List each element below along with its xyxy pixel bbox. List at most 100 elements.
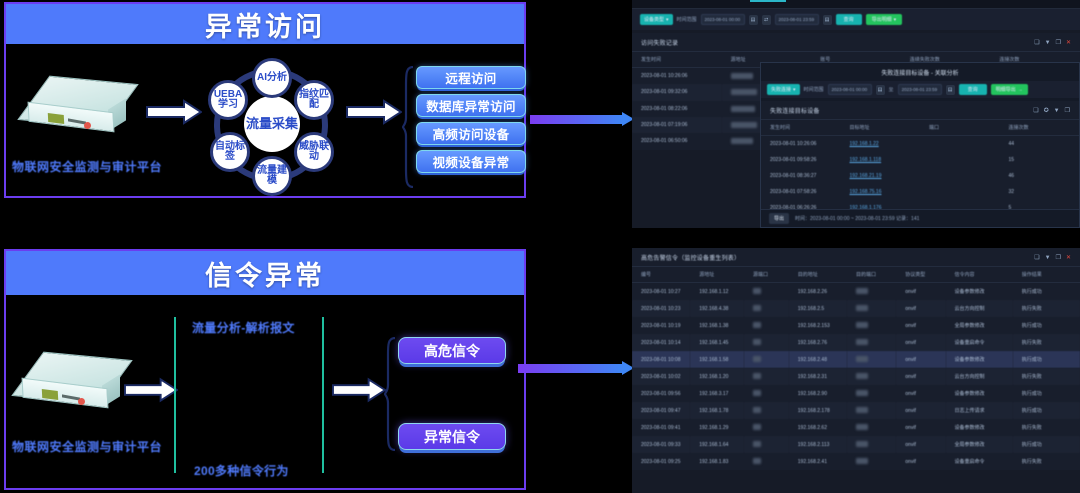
cell-signaling: 设备参数修改 — [954, 391, 985, 397]
output-pill-high-risk-signaling[interactable]: 高危信令 — [398, 337, 506, 364]
device-type-select[interactable]: 设备类型 ▾ — [640, 14, 673, 25]
table-row[interactable]: 2023-08-01 07:58:26 192.168.75.16 32 — [761, 184, 1079, 200]
cell-signaling: 云台方向控制 — [945, 368, 1013, 385]
cell-target[interactable]: 192.168.1.22 — [849, 141, 879, 147]
active-tab-indicator[interactable] — [750, 0, 786, 2]
chevron-down-icon: ▾ — [666, 16, 669, 23]
ring-node-label: 自动标签 — [215, 140, 245, 162]
table-row[interactable]: 2023-08-01 08:36:27 192.168.21.19 46 — [761, 168, 1079, 184]
panel-signaling-anomaly: 信令异常 物联网安全监测与审计平台 流量分析-解析报文 — [4, 249, 526, 490]
cell-signaling: 设备重启命令 — [945, 334, 1013, 351]
table-row[interactable]: 2023-08-01 08:22:06 — [632, 101, 1080, 117]
cell-result: 执行失败 — [1012, 368, 1080, 385]
cell-time: 2023-08-01 08:22:06 — [641, 105, 688, 112]
ring-node-fingerprint-match: 指纹匹配 — [294, 80, 334, 120]
subpanel-time-to[interactable]: 2023-08-01 23:59 — [897, 84, 942, 95]
connector-arrow-bar — [530, 115, 623, 124]
cell-target[interactable]: 192.168.21.19 — [849, 173, 882, 179]
output-pill-high-frequency-device[interactable]: 高频访问设备 — [416, 122, 526, 145]
pin-icon[interactable]: ❏ — [1034, 40, 1040, 46]
connector-arrow-head — [622, 112, 634, 126]
table-row[interactable]: 2023-08-01 09:58:26 192.168.1.118 15 — [761, 152, 1079, 168]
cell-signaling: 设备参数修改 — [954, 425, 985, 431]
failed-target-card: 失败连接目标设备 ❏ ✪ ▼ ❐ 发生时间 目标地址 端口 连接次数 — [761, 101, 1079, 216]
gear-icon[interactable]: ✪ — [1043, 108, 1049, 114]
dashboard-tabbar — [632, 0, 1080, 9]
cell-source — [722, 68, 812, 85]
subpanel-export-button[interactable]: 明细导出 → — [990, 84, 1028, 95]
cell-result: 执行成功 — [1021, 391, 1042, 397]
window-icon[interactable]: ❐ — [1055, 255, 1061, 261]
close-icon[interactable]: ✕ — [1065, 255, 1071, 261]
output-pill-video-device-abnormal[interactable]: 视频设备异常 — [416, 150, 526, 173]
device-label-bottom: 物联网安全监测与审计平台 — [12, 440, 163, 454]
window-icon[interactable]: ❐ — [1055, 40, 1061, 46]
filter-icon[interactable]: ▼ — [1044, 39, 1051, 46]
calendar-icon-2[interactable]: ▤ — [945, 84, 955, 95]
col-dst-addr: 目的地址 — [788, 267, 848, 283]
appliance-device-top — [17, 74, 142, 144]
output-pill-database-abnormal-access[interactable]: 数据库异常访问 — [416, 94, 526, 117]
window-icon[interactable]: ❐ — [1064, 108, 1070, 114]
close-icon[interactable]: ✕ — [1065, 40, 1071, 46]
cell-protocol: onvif — [905, 390, 916, 397]
table-row[interactable]: 2023-08-01 06:26:26 192.168.1.176 5 — [761, 200, 1079, 216]
band-divider-left — [174, 317, 176, 473]
calendar-icon[interactable]: ▤ — [875, 84, 885, 95]
calendar-icon[interactable]: ▤ — [748, 14, 758, 25]
cell-id: 2023-08-01 10:08 — [632, 351, 691, 368]
output-pill-remote-access[interactable]: 远程访问 — [416, 66, 526, 89]
time-from-input[interactable]: 2023-08-01 00:00 — [700, 14, 745, 25]
cell-count: 32 — [1008, 189, 1015, 195]
cell-signaling: 云台方向控制 — [945, 300, 1013, 317]
connector-arrow-top — [530, 112, 634, 126]
device-label-top: 物联网安全监测与审计平台 — [12, 160, 163, 174]
subpanel-search-button[interactable]: 查询 — [958, 84, 987, 95]
ring-node-center-label: 流量采集 — [245, 116, 298, 132]
pin-icon[interactable]: ❏ — [1034, 255, 1040, 261]
arrow-right-icon: → — [1017, 86, 1023, 93]
calendar-icon-2[interactable]: ▤ — [822, 14, 832, 25]
cell-result: 执行失败 — [1021, 425, 1042, 431]
filter-icon[interactable]: ▼ — [1044, 254, 1051, 261]
export-button[interactable]: 导出明细 ▾ — [865, 14, 903, 25]
table-row[interactable]: 2023-08-01 06:50:06 — [632, 133, 1080, 149]
output-pill-abnormal-signaling[interactable]: 异常信令 — [398, 423, 506, 450]
cell-target[interactable]: 192.168.1.176 — [849, 205, 882, 211]
ring-node-label: UEBA学习 — [213, 88, 243, 110]
cell-target[interactable]: 192.168.75.16 — [849, 189, 882, 195]
cell-dst-addr: 192.168.2.5 — [788, 300, 848, 317]
tag-icon[interactable]: ❏ — [1033, 108, 1039, 114]
high-risk-card-head: 高危告警信令（监控设备重生列表） ❏ ▼ ❐ ✕ — [632, 248, 1080, 267]
time-to-input[interactable]: 2023-08-01 23:59 — [774, 14, 819, 25]
cell-count: 15 — [1008, 157, 1015, 163]
cell-target[interactable]: 192.168.1.118 — [849, 157, 882, 163]
cell-dst-addr: 192.168.2.178 — [788, 402, 848, 419]
cell-signaling: 日志上传请求 — [945, 402, 1013, 419]
footer-export-button[interactable]: 导出 — [769, 213, 790, 224]
col-src-port: 源端口 — [743, 267, 789, 283]
swap-icon[interactable]: ⇄ — [761, 14, 771, 25]
ring-node-center: 流量采集 — [244, 96, 300, 152]
table-row[interactable]: 2023-08-01 10:26:06 192.168.1.22 44 — [761, 136, 1079, 153]
cell-dst-port — [847, 402, 897, 419]
subpanel-footer: 导出 时间：2023-08-01 00:00 ~ 2023-08-01 23:5… — [761, 209, 1079, 227]
access-failure-card-head: 访问失败记录 ❏ ▼ ❐ ✕ — [632, 33, 1080, 52]
subpanel-time-from[interactable]: 2023-08-01 00:00 — [827, 84, 872, 95]
output-pill-label: 数据库异常访问 — [426, 100, 516, 114]
card-header-icons: ❏ ✪ ▼ ❐ — [1033, 107, 1070, 115]
subpanel-type-select[interactable]: 失败连接 ▾ — [767, 84, 800, 95]
search-button[interactable]: 查询 — [835, 14, 862, 25]
filter-icon[interactable]: ▼ — [1053, 107, 1060, 114]
